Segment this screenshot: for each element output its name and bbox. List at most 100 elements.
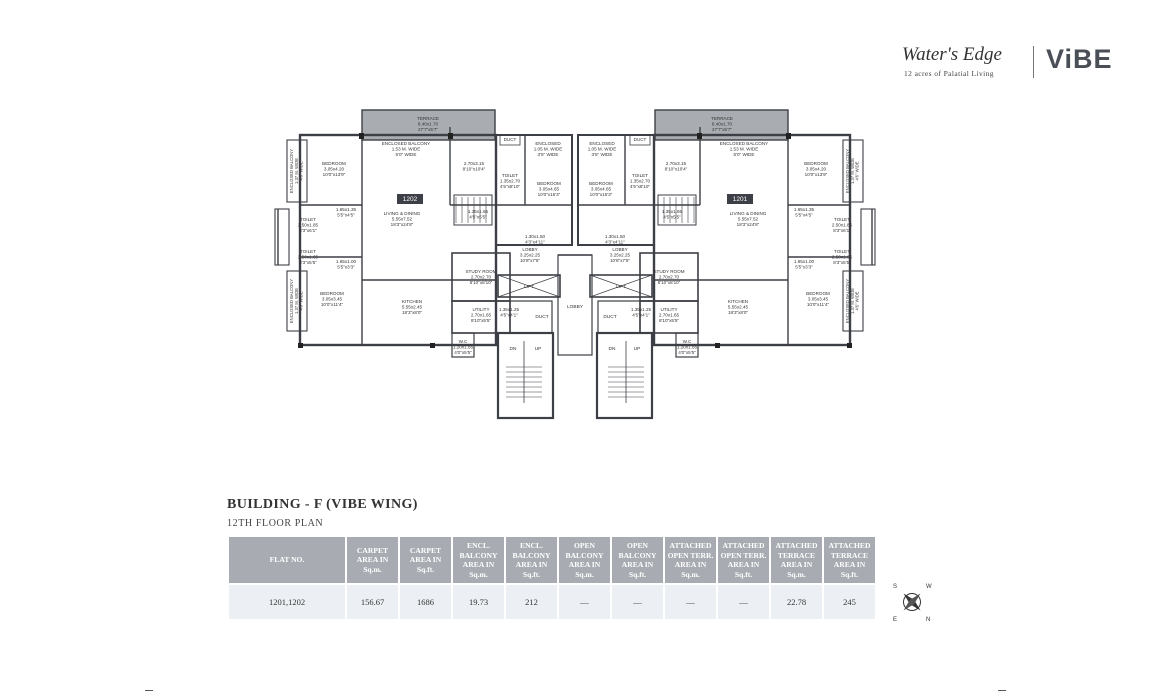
duct-label-right: DUCT [603, 314, 616, 320]
cell-open-terr-sqft: — [718, 583, 769, 619]
header-open-terr-sqm: ATTACHED OPEN TERR. AREA IN Sq.m. [665, 537, 716, 583]
stair-up-right: UP [634, 346, 641, 352]
cell-carpet-sqm: 156.67 [347, 583, 398, 619]
stair-up-left: UP [535, 346, 542, 352]
compass-drawing: S W E N [893, 584, 932, 623]
compass-n: N [926, 617, 930, 623]
lift-label-left: LIFT [524, 284, 534, 290]
lift-label-right: LIFT [616, 284, 626, 290]
cell-terrace-sqft: 245 [824, 583, 875, 619]
stair-dn-right: DN [609, 346, 616, 352]
table-row: 1201,1202 156.67 1686 19.73 212 — — — — … [229, 583, 875, 619]
svg-text:1201: 1201 [733, 196, 748, 203]
cell-encl-balcony-sqm: 19.73 [453, 583, 504, 619]
room-label-duct-tl: DUCT [504, 137, 517, 142]
room-label-ebalc-v-rb: ENCLOSED BALCONY1.37 M. WIDE4'6" WIDE [845, 279, 860, 323]
header-encl-balcony-sqm: ENCL. BALCONY AREA IN Sq.m. [453, 537, 504, 583]
cell-open-balcony-sqft: — [612, 583, 663, 619]
stair-dn-left: DN [510, 346, 517, 352]
cell-open-terr-sqm: — [665, 583, 716, 619]
cell-flat-no: 1201,1202 [229, 583, 345, 619]
logo-script: Water's Edge [902, 44, 1002, 65]
header-carpet-sqft: CARPET AREA IN Sq.ft. [400, 537, 451, 583]
area-table: FLAT NO. CARPET AREA IN Sq.m. CARPET ARE… [227, 537, 877, 619]
svg-text:1202: 1202 [403, 196, 418, 203]
logo-brand: ViBE [1046, 44, 1113, 74]
cell-terrace-sqm: 22.78 [771, 583, 822, 619]
logo-separator [1033, 46, 1034, 78]
table-header-row: FLAT NO. CARPET AREA IN Sq.m. CARPET ARE… [229, 537, 875, 583]
header-encl-balcony-sqft: ENCL. BALCONY AREA IN Sq.ft. [506, 537, 557, 583]
room-label-ebalc-v-rt: ENCLOSED BALCONY1.37 M. WIDE4'6" WIDE [845, 149, 860, 193]
header-open-balcony-sqm: OPEN BALCONY AREA IN Sq.m. [559, 537, 610, 583]
cell-carpet-sqft: 1686 [400, 583, 451, 619]
building-title: BUILDING - F (VIBE WING) [227, 497, 418, 512]
crop-mark-left [145, 690, 153, 691]
header-open-balcony-sqft: OPEN BALCONY AREA IN Sq.ft. [612, 537, 663, 583]
header-terrace-sqft: ATTACHED TERRACE AREA IN Sq.ft. [824, 537, 875, 583]
room-label-duct-tr: DUCT [634, 137, 647, 142]
room-label-ebalc-v-lb: ENCLOSED BALCONY1.37 M. WIDE4'6" WIDE [289, 279, 304, 323]
logo-tagline: 12 acres of Palatial Living [904, 69, 994, 78]
flat-number-1201: 1201 [727, 194, 753, 204]
header-flat-no: FLAT NO. [229, 537, 345, 583]
duct-label-left: DUCT [535, 314, 548, 320]
compass-s: S [893, 584, 897, 590]
center-lobby-label: LOBBY [567, 304, 584, 310]
header-open-terr-sqft: ATTACHED OPEN TERR. AREA IN Sq.ft. [718, 537, 769, 583]
floor-label: 12TH FLOOR PLAN [227, 518, 324, 529]
flat-number-1202: 1202 [397, 194, 423, 204]
compass-e: E [893, 617, 897, 623]
cell-open-balcony-sqm: — [559, 583, 610, 619]
header-terrace-sqm: ATTACHED TERRACE AREA IN Sq.m. [771, 537, 822, 583]
header-carpet-sqm: CARPET AREA IN Sq.m. [347, 537, 398, 583]
crop-mark-right [998, 690, 1006, 691]
compass-w: W [926, 584, 932, 590]
room-label-ebalc-v-lt: ENCLOSED BALCONY1.37 M. WIDE4'6" WIDE [289, 149, 304, 193]
logo: Water's Edge 12 acres of Palatial Living… [896, 44, 1128, 84]
